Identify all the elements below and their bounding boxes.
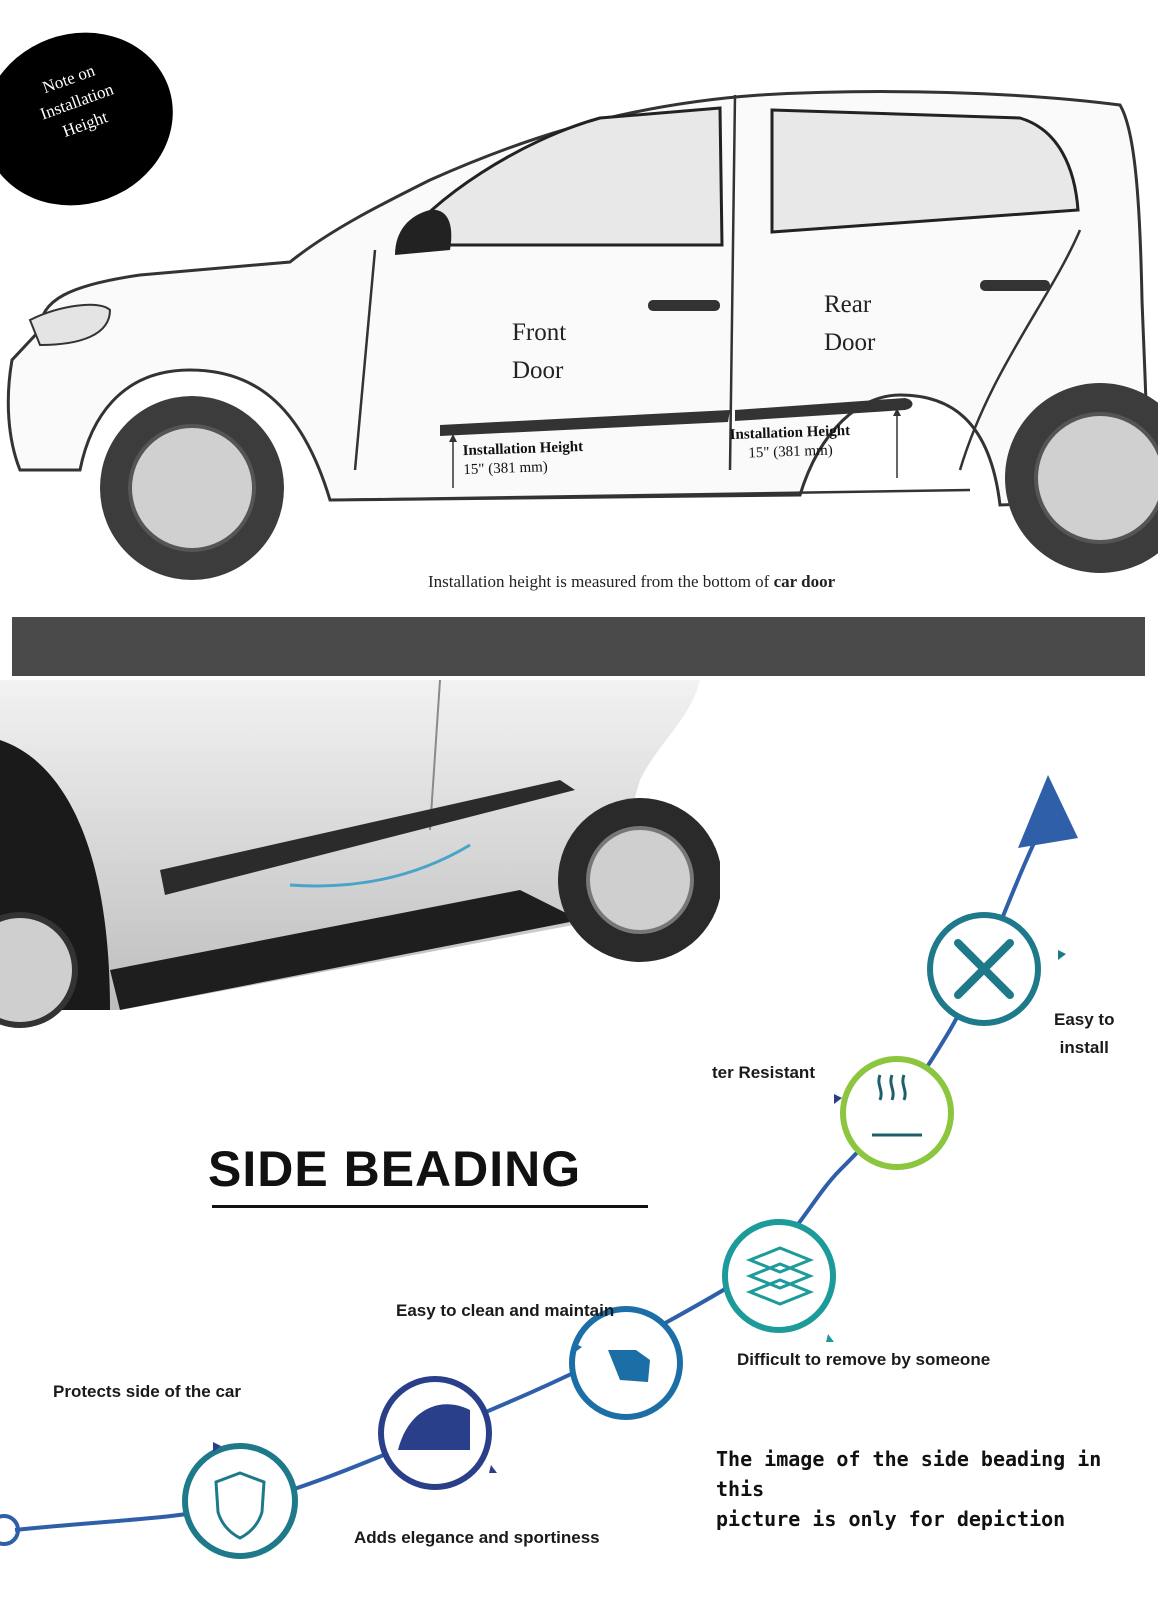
front-door-handle xyxy=(648,300,720,311)
feature-install-label: Easy to install xyxy=(1054,1010,1115,1057)
side-mirror xyxy=(395,209,452,255)
node-water xyxy=(840,1056,954,1170)
hand-icon xyxy=(608,1350,650,1382)
divider-bar xyxy=(12,617,1145,676)
rear-beading-strip xyxy=(735,398,913,421)
car-photo xyxy=(0,680,720,1110)
car-photo-door-seam xyxy=(429,680,441,831)
rear-installation-height: Installation Height 15" (381 mm) xyxy=(729,422,851,462)
tools-icon xyxy=(954,939,1014,999)
node-remove xyxy=(722,1219,836,1333)
front-beading-strip xyxy=(440,410,730,436)
title-underline xyxy=(212,1205,648,1208)
feature-path xyxy=(0,775,1078,1559)
feature-elegance-label: Adds elegance and sportiness xyxy=(354,1528,600,1547)
feature-protects-label: Protects side of the car xyxy=(53,1382,242,1401)
car-photo-rocker xyxy=(110,890,580,1010)
rear-window xyxy=(770,108,1080,234)
page-title: SIDE BEADING xyxy=(208,1141,582,1197)
car-side-diagram xyxy=(6,90,1158,580)
headlight xyxy=(28,303,112,347)
feature-remove-label: Difficult to remove by someone xyxy=(737,1350,991,1369)
rear-door-label: Rear Door xyxy=(824,291,876,356)
car-photo-front-wheel xyxy=(0,912,78,1028)
feature-clean-label: Easy to clean and maintain xyxy=(396,1301,615,1320)
car-photo-beading xyxy=(160,780,575,895)
disclaimer: The image of the side beading in this pi… xyxy=(716,1447,1102,1531)
node-protects xyxy=(182,1443,298,1559)
car-photo-arrow xyxy=(289,843,471,888)
feature-water-label: ter Resistant xyxy=(712,1063,815,1082)
rear-wheel-rim xyxy=(1034,412,1158,544)
front-door-seam xyxy=(353,249,377,471)
water-resistant-icon xyxy=(872,1074,922,1137)
measure-note: Installation height is measured from the… xyxy=(428,572,836,591)
front-door-label: Front Door xyxy=(512,319,567,384)
rear-door-handle xyxy=(980,280,1050,291)
path-start-ring xyxy=(0,1514,20,1546)
b-pillar-seam xyxy=(728,94,737,471)
wheel-arch-icon xyxy=(398,1404,470,1450)
feature-path-curve xyxy=(14,819,1047,1532)
shield-icon xyxy=(214,1471,266,1540)
feature-path-arrowhead xyxy=(1018,775,1078,848)
door-sill xyxy=(329,488,971,502)
rear-door-seam xyxy=(958,229,1082,471)
front-wheel-rim xyxy=(128,424,256,552)
layers-icon xyxy=(745,1246,815,1306)
front-installation-height: Installation Height 15" (381 mm) xyxy=(462,438,584,479)
